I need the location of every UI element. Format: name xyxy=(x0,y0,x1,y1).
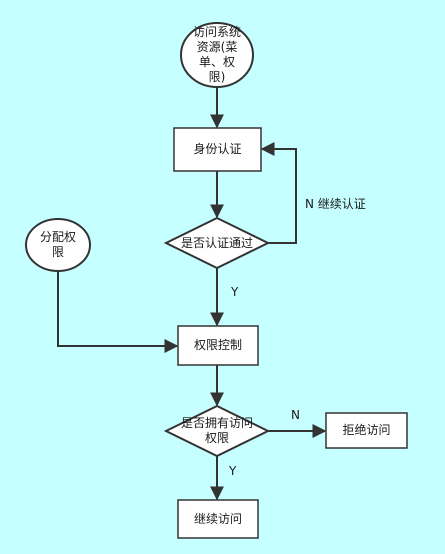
auth-fail-edge-label: N 继续认证 xyxy=(305,197,366,211)
has-access-yes-edge-label: Y xyxy=(229,464,237,478)
edge-assign-to-control xyxy=(57,271,179,353)
continue-access-label: 继续访问 xyxy=(193,511,242,526)
permission-control-label: 权限控制 xyxy=(193,338,242,352)
has-access-no-edge-label: N xyxy=(291,408,300,422)
identity-auth-shape xyxy=(173,127,262,172)
edge-decision-fail-loop xyxy=(260,142,297,244)
assign-permission-label: 分配权 限 xyxy=(39,230,76,259)
identity-auth-label: 身份认证 xyxy=(193,142,242,156)
continue-access-shape xyxy=(177,499,259,539)
access-resource-label: 访问系统 资源(菜 单、权 限) xyxy=(192,25,241,84)
deny-access-label: 拒绝访问 xyxy=(342,423,391,437)
has-access-label: 是否拥有访问 权限 xyxy=(180,416,253,445)
auth-passed-label: 是否认证通过 xyxy=(180,235,253,250)
auth-pass-edge-label: Y xyxy=(231,285,239,299)
permission-control-shape xyxy=(177,325,259,366)
